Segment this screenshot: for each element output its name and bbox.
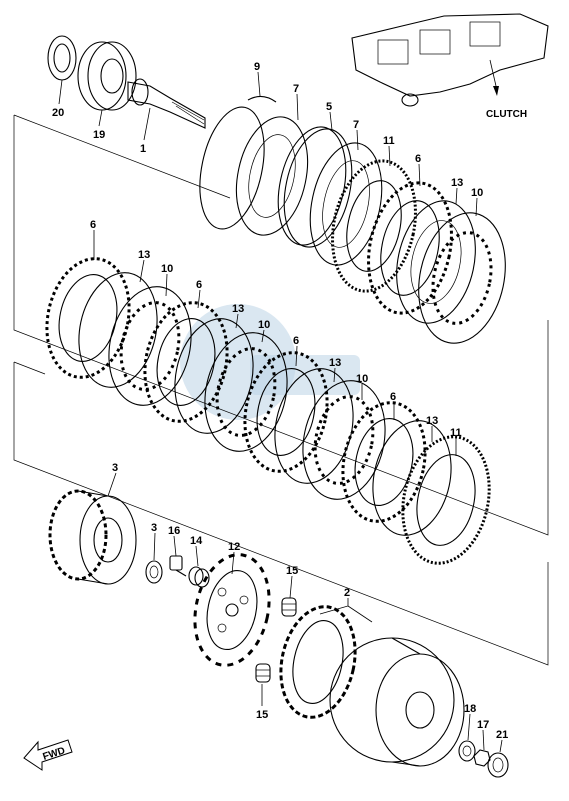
part-19-bearing — [77, 41, 137, 111]
part-9-clip — [247, 95, 277, 103]
part-6-friction-plate-top — [367, 181, 453, 315]
callout-17: 17 — [477, 719, 489, 731]
callout-11-top: 11 — [383, 135, 395, 147]
part-14-bearing — [188, 566, 210, 588]
part-20-oil-seal — [47, 35, 77, 81]
callout-9: 9 — [254, 61, 260, 73]
callout-13-top: 13 — [451, 177, 463, 189]
part-13-plate-top — [396, 200, 476, 324]
part-11-friction-plate-top — [331, 159, 417, 293]
part-15-spring-upper — [281, 597, 297, 617]
part-8-plate — [235, 116, 309, 236]
callout-labels: 20 19 1 9 7 5 7 11 6 13 10 6 13 10 6 13 … — [52, 61, 508, 741]
callout-4: 3 — [112, 462, 118, 474]
callout-1-shaft: 1 — [140, 143, 146, 155]
callout-5: 5 — [326, 101, 332, 113]
engine-outline — [351, 13, 549, 107]
callout-14: 14 — [190, 535, 203, 547]
part-15-spring-lower — [255, 663, 271, 683]
callout-15-upper: 15 — [286, 565, 298, 577]
part-5-washer — [277, 126, 353, 248]
part-10-drive-plate-top — [418, 212, 506, 344]
callout-6-left: 6 — [90, 219, 96, 231]
callout-10-top: 10 — [471, 187, 483, 199]
callout-18: 18 — [464, 703, 476, 715]
callout-11-right: 11 — [450, 427, 462, 439]
callout-10-mid1: 10 — [258, 319, 270, 331]
callout-19: 19 — [93, 129, 105, 141]
part-16-bolt — [169, 555, 187, 577]
callout-15-lower: 15 — [256, 709, 268, 721]
callout-21: 21 — [496, 729, 508, 741]
callout-10-left: 10 — [161, 263, 173, 275]
part-1-shaft — [127, 78, 206, 129]
leader-lines — [58, 71, 503, 753]
part-2-clutch-housing — [279, 605, 465, 767]
callout-6-mid1: 6 — [196, 279, 202, 291]
part-12-pressure-plate — [193, 553, 271, 667]
callout-8: 7 — [293, 83, 299, 95]
callout-13-right: 13 — [426, 415, 438, 427]
callout-7: 7 — [353, 119, 359, 131]
part-17-nut — [473, 749, 491, 767]
callout-20: 20 — [52, 107, 64, 119]
callout-3: 3 — [151, 522, 157, 534]
callout-6-right: 6 — [390, 391, 396, 403]
part-8-snap-ring — [199, 106, 265, 230]
callout-13-left: 13 — [138, 249, 150, 261]
callout-10-mid2: 10 — [356, 373, 368, 385]
layout-frame-lines — [13, 114, 549, 666]
callout-6-top: 6 — [415, 153, 421, 165]
clutch-arrow — [489, 59, 499, 96]
callout-13-mid1: 13 — [232, 303, 244, 315]
part-4-clutch-hub — [48, 489, 137, 585]
fwd-arrow-icon: FWD — [23, 739, 73, 771]
callout-2: 2 — [344, 587, 350, 599]
middle-row-plates — [45, 257, 491, 565]
part-18-washer — [458, 740, 476, 762]
callout-6-mid2: 6 — [293, 335, 299, 347]
callout-12: 12 — [228, 541, 240, 553]
engine-label: CLUTCH — [486, 109, 527, 120]
part-21-seal — [487, 752, 509, 778]
callout-16: 16 — [168, 525, 180, 537]
part-7-seat-plate — [309, 142, 383, 266]
callout-13-mid2: 13 — [329, 357, 341, 369]
part-3-washer — [145, 560, 163, 584]
